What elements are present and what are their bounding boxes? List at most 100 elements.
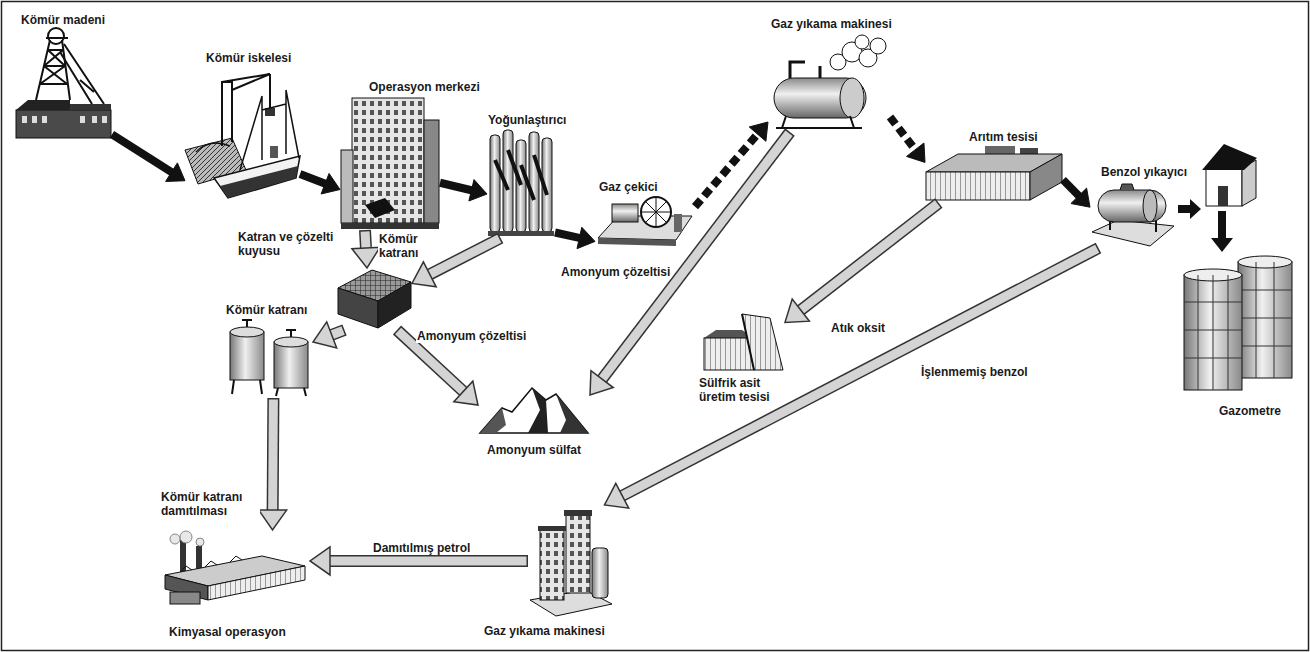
gasholder xyxy=(1184,256,1292,390)
edge-label-slot: Amonyum çözeltisi xyxy=(560,262,671,280)
arrow-shaft xyxy=(601,132,789,380)
gas-exhauster xyxy=(598,197,692,246)
station: Sülfrik asit üretim tesisi xyxy=(700,310,785,372)
arrow-head xyxy=(590,371,613,395)
label-slot: Amonyum sülfat xyxy=(486,440,582,458)
arrow-shaft-fill xyxy=(268,400,278,512)
arrow-head xyxy=(412,262,436,287)
sulphuric-acid-plant-part xyxy=(742,314,783,370)
station-label: Gaz çekici xyxy=(598,180,659,194)
arrow-shaft-fill xyxy=(429,239,499,275)
tar-liquor-well-part xyxy=(338,288,378,328)
coal-pier-part xyxy=(240,90,299,170)
coal-pier-part xyxy=(196,143,230,152)
tar-distillery-part xyxy=(170,592,200,604)
ammonium-sulphate-heap-part xyxy=(480,408,506,433)
condenser-columns-part xyxy=(495,150,547,200)
mine-headframe-part xyxy=(16,110,111,138)
flow-arrow xyxy=(313,322,345,348)
tar-tanks-part xyxy=(274,337,308,347)
station: Yoğunlaştırıcı xyxy=(487,128,555,238)
station: Kömür katranı damıtılmasıKimyasal operas… xyxy=(160,530,310,605)
ammonium-sulphate-heap-part xyxy=(556,394,588,433)
arrow-shaft-fill xyxy=(331,331,343,336)
tar-tanks-part xyxy=(274,342,308,388)
station: Gazometre xyxy=(1180,255,1295,395)
arrow-head xyxy=(166,163,185,182)
condenser-columns-part xyxy=(529,132,539,232)
edge-label-slot: Kömür katranı xyxy=(378,232,419,261)
flow-label: Kömür katranı xyxy=(378,232,419,260)
flow-arrow xyxy=(259,398,287,530)
tar-distillery xyxy=(165,531,305,604)
gas-washer-bottom-part xyxy=(592,548,608,598)
mine-headframe-part-part xyxy=(42,116,47,123)
tar-tanks-part xyxy=(230,327,264,337)
ammonium-sulphate-heap-part xyxy=(528,388,548,433)
tar-tanks xyxy=(230,320,308,396)
flow-arrow xyxy=(440,180,487,201)
gas-washer-top xyxy=(774,35,886,128)
label-slot: Kimyasal operasyon xyxy=(168,622,287,640)
flow-arrow-to-house-part xyxy=(1211,211,1233,252)
station-label: Sülfrik asit üretim tesisi xyxy=(698,376,784,404)
arrow-shaft xyxy=(800,203,939,311)
arrow-head xyxy=(749,122,768,141)
operations-building-part xyxy=(352,98,424,223)
operations-building xyxy=(341,98,439,229)
station-label: Katran ve çözelti kuyusu xyxy=(237,230,349,258)
mine-headframe xyxy=(16,28,111,138)
mine-headframe-part xyxy=(22,116,107,123)
gas-washer-top-part xyxy=(830,35,886,70)
arrow-head xyxy=(1071,188,1090,207)
tar-distillery-part-part xyxy=(180,531,192,543)
sulphuric-acid-plant xyxy=(704,314,783,370)
flow-arrow xyxy=(1063,180,1090,207)
coal-pier-part xyxy=(214,156,300,198)
flow-label: Amonyum çözeltisi xyxy=(560,265,671,279)
house xyxy=(1202,144,1257,206)
gas-exhauster-part xyxy=(674,214,682,232)
gas-washer-top-part-part xyxy=(855,35,869,49)
arrow-head xyxy=(310,547,330,575)
purification-plant-part xyxy=(926,172,1030,200)
label-slot: Operasyon merkezi xyxy=(368,77,481,95)
label-slot: Arıtım tesisi xyxy=(968,127,1039,145)
condenser-columns-part xyxy=(490,135,500,232)
tar-distillery-part-part xyxy=(170,534,180,544)
gasholder-part xyxy=(1184,275,1242,390)
arrow-shaft xyxy=(429,238,501,275)
tar-liquor-well xyxy=(338,270,411,328)
station: Operasyon merkezi xyxy=(340,95,440,230)
station: Kömür katranı xyxy=(225,318,313,398)
mine-headframe-part-part xyxy=(48,28,64,44)
flow-label: İşlenmemiş benzol xyxy=(920,365,1029,379)
flow-arrow xyxy=(590,132,790,395)
label-slot: Kömür katranı damıtılması xyxy=(160,490,260,519)
arrow-head xyxy=(469,180,487,201)
arrow-shaft xyxy=(555,233,580,239)
gas-washer-top-part xyxy=(790,62,820,78)
benzol-scrubber xyxy=(1092,184,1174,246)
mine-headframe-part-part xyxy=(92,116,97,123)
mine-headframe-part-part xyxy=(60,44,104,104)
station: Arıtım tesisi xyxy=(925,145,1063,203)
arrow-head xyxy=(259,510,287,530)
gas-exhauster-part xyxy=(598,238,676,246)
label-slot: Gazometre xyxy=(1218,401,1282,419)
station: Gaz çekici xyxy=(595,195,695,253)
gas-washer-bottom-part xyxy=(538,526,566,531)
arrow-head xyxy=(785,299,809,322)
tar-tanks-part xyxy=(232,320,262,394)
gas-washer-bottom-part xyxy=(566,515,590,593)
flow-arrow xyxy=(605,248,1099,508)
station-label: Amonyum sülfat xyxy=(486,443,582,457)
station-label: Gazometre xyxy=(1218,404,1282,418)
edge-label-slot: Atık oksit xyxy=(830,318,886,336)
house-part xyxy=(1206,168,1242,206)
station: Katran ve çözelti kuyusu xyxy=(337,268,412,330)
arrow-head xyxy=(313,322,337,348)
